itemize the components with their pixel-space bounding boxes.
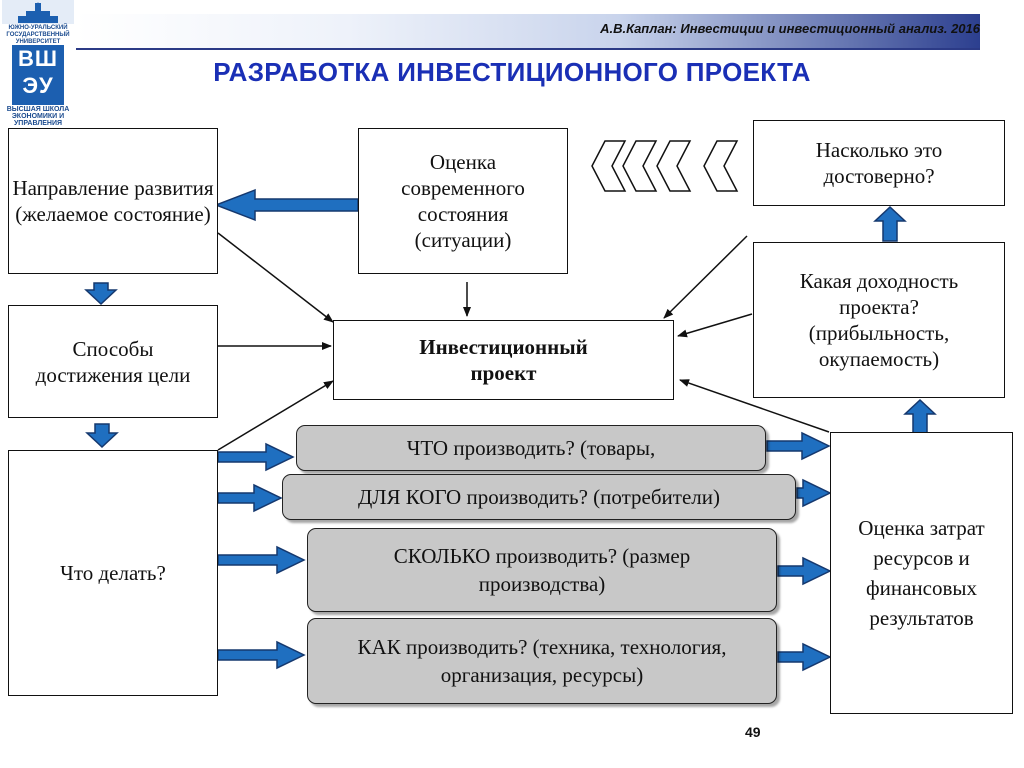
box-costs-assessment: Оценка затрат ресурсов и финансовых резу…	[830, 432, 1013, 714]
university-logo: ЮЖНО-УРАЛЬСКИЙ ГОСУДАРСТВЕННЫЙ УНИВЕРСИТ…	[0, 0, 76, 127]
arrow-profitability-to-reliability	[873, 205, 907, 242]
chevron-left-icon	[622, 140, 658, 192]
arrow-costs-to-profitability	[903, 398, 937, 434]
header-subtitle: А.В.Каплан: Инвестиции и инвестиционный …	[600, 21, 980, 36]
question-how-to-produce: КАК производить? (техника, технология, о…	[307, 618, 777, 704]
arrow-to-question-how	[217, 640, 306, 670]
box-development-direction: Направление развития (желаемое состояние…	[8, 128, 218, 274]
box-profitability-question: Какая доходность проекта? (прибыльность,…	[753, 242, 1005, 398]
connector-reliability-to-project	[663, 235, 748, 319]
box-what-to-do: Что делать?	[8, 450, 218, 696]
arrow-how-much-to-costs	[777, 556, 832, 586]
logo-mark: ВШ ЭУ	[12, 45, 64, 105]
chevron-left-icon	[656, 140, 692, 192]
arrow-to-question-how-much	[217, 545, 306, 575]
arrow-methods-to-whattodo	[85, 423, 119, 449]
box-investment-project: Инвестиционный проект	[333, 320, 674, 400]
header-divider	[75, 48, 980, 50]
university-building-icon	[18, 2, 58, 23]
arrow-assessment-to-direction	[213, 188, 359, 222]
box-reliability-question: Насколько это достоверно?	[753, 120, 1005, 206]
question-what-to-produce: ЧТО производить? (товары,	[296, 425, 766, 471]
page-number: 49	[745, 724, 761, 740]
arrow-to-question-what	[217, 442, 295, 472]
chevron-left-icon	[591, 140, 627, 192]
arrow-what-to-costs	[766, 431, 831, 461]
header-band	[75, 14, 980, 48]
arrow-how-to-costs	[777, 642, 832, 672]
box-current-assessment: Оценка современного состояния (ситуации)	[358, 128, 568, 274]
connector-costs-to-project	[679, 379, 830, 433]
arrow-to-question-for-whom	[217, 483, 283, 513]
arrow-for-whom-to-costs	[796, 478, 832, 508]
connector-direction-to-project	[217, 232, 334, 323]
slide-title: РАЗРАБОТКА ИНВЕСТИЦИОННОГО ПРОЕКТА	[213, 57, 811, 87]
box-achievement-methods: Способы достижения цели	[8, 305, 218, 418]
chevron-left-icon	[703, 140, 739, 192]
arrow-direction-to-methods	[84, 282, 118, 306]
connector-profitability-to-project	[677, 313, 753, 338]
connector-whattodo-to-project	[217, 380, 334, 451]
logo-university-name: ЮЖНО-УРАЛЬСКИЙ ГОСУДАРСТВЕННЫЙ УНИВЕРСИТ…	[6, 25, 70, 45]
question-for-whom-to-produce: ДЛЯ КОГО производить? (потребители)	[282, 474, 796, 520]
logo-school-name: ВЫСШАЯ ШКОЛА ЭКОНОМИКИ И УПРАВЛЕНИЯ	[6, 106, 70, 127]
question-how-much-to-produce: СКОЛЬКО производить? (размер производств…	[307, 528, 777, 612]
